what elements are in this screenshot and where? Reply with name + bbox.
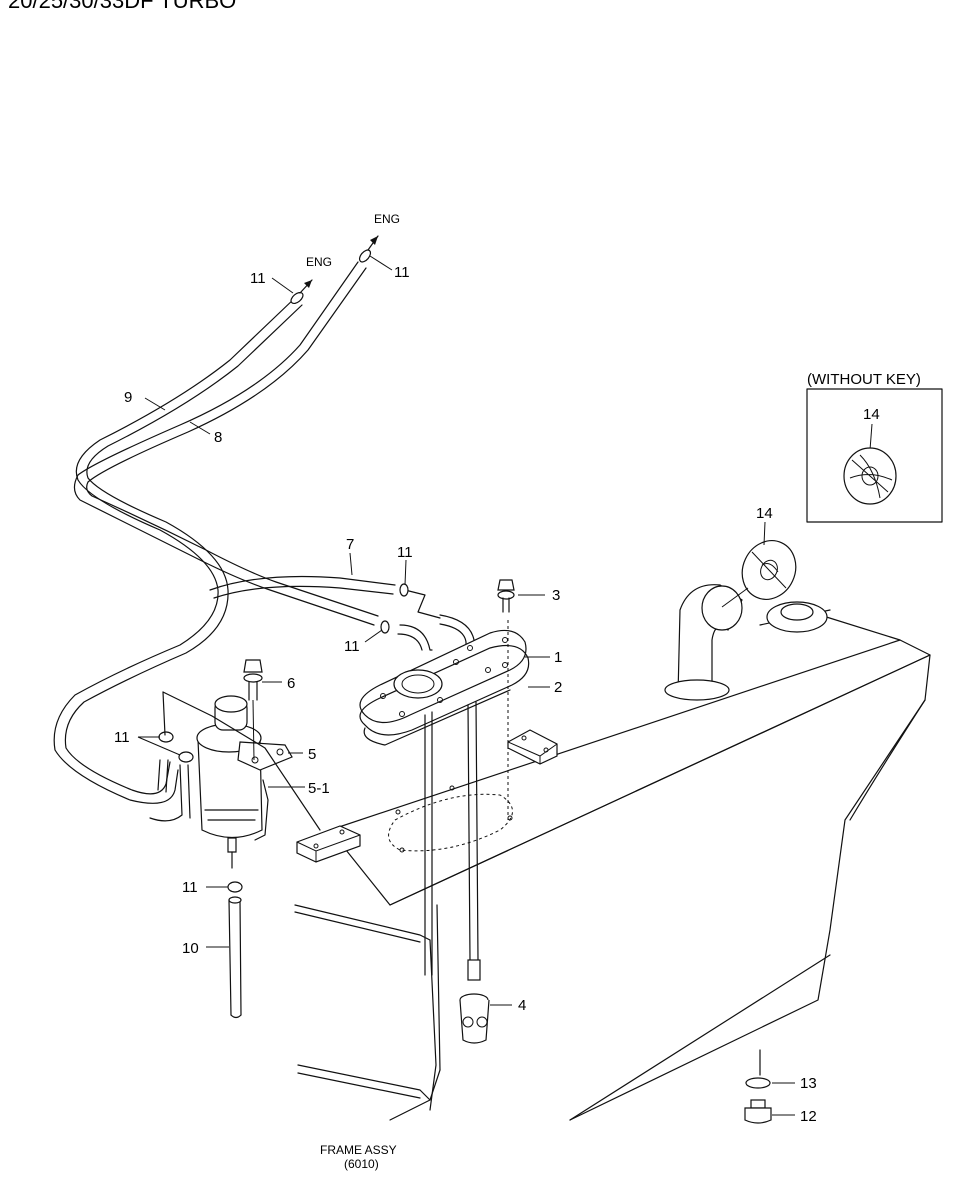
filler-neck xyxy=(664,584,828,701)
callout-7: 7 xyxy=(346,536,354,553)
fuel-filter xyxy=(162,691,321,869)
callout-5-1: 5-1 xyxy=(308,780,330,797)
frame-assy-code: (6010) xyxy=(344,1157,379,1171)
clips xyxy=(158,249,409,893)
callout-11-mid-top: 11 xyxy=(397,544,413,561)
inset-without-key: (WITHOUT KEY) 14 xyxy=(806,371,943,523)
callout-12: 12 xyxy=(800,1108,817,1125)
callout-8: 8 xyxy=(214,429,222,446)
strainer xyxy=(459,959,490,1044)
callout-13: 13 xyxy=(800,1075,817,1092)
callout-10: 10 xyxy=(182,940,199,957)
callout-6: 6 xyxy=(287,675,295,692)
callout-11-mid-bottom: 11 xyxy=(344,638,360,655)
hose-10 xyxy=(228,896,242,1019)
callout-9: 9 xyxy=(124,389,132,406)
drain-plug xyxy=(744,1049,772,1124)
sender-plate xyxy=(359,620,530,976)
callout-11-top-left: 11 xyxy=(250,270,266,287)
eng-label-right: ENG xyxy=(374,212,400,226)
diagram-title: 20/25/30/33DF TURBO xyxy=(8,0,236,13)
return-hose xyxy=(209,575,475,656)
callout-3: 3 xyxy=(552,587,560,604)
eng-label-left: ENG xyxy=(306,255,332,269)
fuel-lines xyxy=(53,261,379,822)
fuel-cap xyxy=(741,540,797,600)
callout-14-inset: 14 xyxy=(863,406,880,423)
frame-assy-label: FRAME ASSY xyxy=(320,1143,397,1157)
bolt-6 xyxy=(243,659,263,761)
callout-5: 5 xyxy=(308,746,316,763)
callout-11-bottom: 11 xyxy=(182,879,198,896)
callout-4: 4 xyxy=(518,997,526,1014)
callout-1: 1 xyxy=(554,649,562,666)
eng-arrows xyxy=(299,235,379,294)
callout-11-filter: 11 xyxy=(114,729,130,746)
callout-11-top-right: 11 xyxy=(394,264,410,281)
callout-14: 14 xyxy=(756,505,773,522)
inset-label: (WITHOUT KEY) xyxy=(807,371,921,388)
callouts: ENG ENG 11 11 9 8 7 11 11 3 1 2 6 11 5 5… xyxy=(114,212,817,1171)
leader-lines xyxy=(137,255,795,1116)
callout-2: 2 xyxy=(554,679,562,696)
bolt-3 xyxy=(497,579,515,613)
